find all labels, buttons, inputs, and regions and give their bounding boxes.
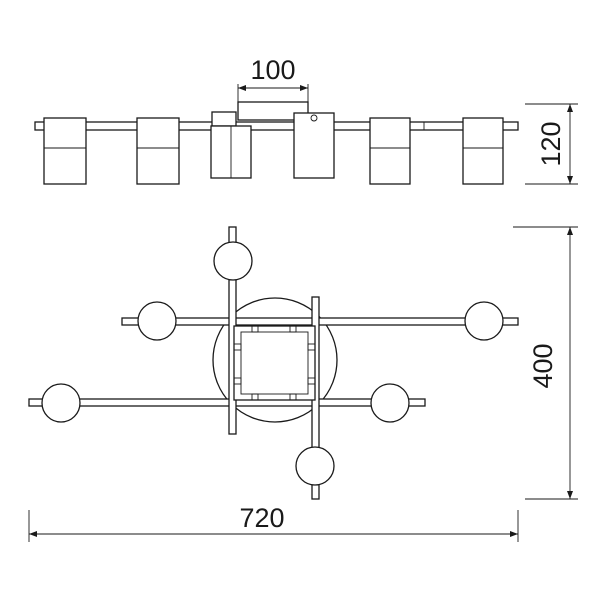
side-bar [34, 121, 519, 131]
side-shade [462, 117, 504, 185]
dimension-plan-height-label: 400 [528, 343, 558, 388]
side-shade [369, 117, 411, 185]
side-shade [136, 117, 180, 185]
side-shade [210, 125, 252, 179]
dimension-plan-height: 400 [513, 226, 578, 500]
side-elevation-view [34, 101, 519, 185]
mounting-plate [211, 111, 237, 127]
globe-upper-left [137, 301, 177, 341]
upper-arm [121, 317, 519, 326]
dimension-top-width: 100 [237, 55, 309, 104]
side-shade [43, 117, 87, 185]
globe-lower-left [41, 383, 81, 423]
mounting-block [237, 101, 309, 121]
globe-bottom [295, 446, 335, 486]
dimension-top-width-label: 100 [250, 55, 295, 85]
globe-top [213, 241, 253, 281]
lower-arm [28, 398, 426, 407]
plan-view [28, 226, 519, 500]
globe-upper-right [464, 301, 504, 341]
dimension-side-height-label: 120 [536, 121, 566, 166]
dimension-side-height: 120 [525, 103, 578, 185]
center-frame [233, 325, 316, 401]
dimension-overall-width-label: 720 [239, 503, 284, 533]
side-shade [293, 112, 335, 179]
globe-lower-right [370, 383, 410, 423]
dimension-overall-width: 720 [28, 503, 519, 542]
